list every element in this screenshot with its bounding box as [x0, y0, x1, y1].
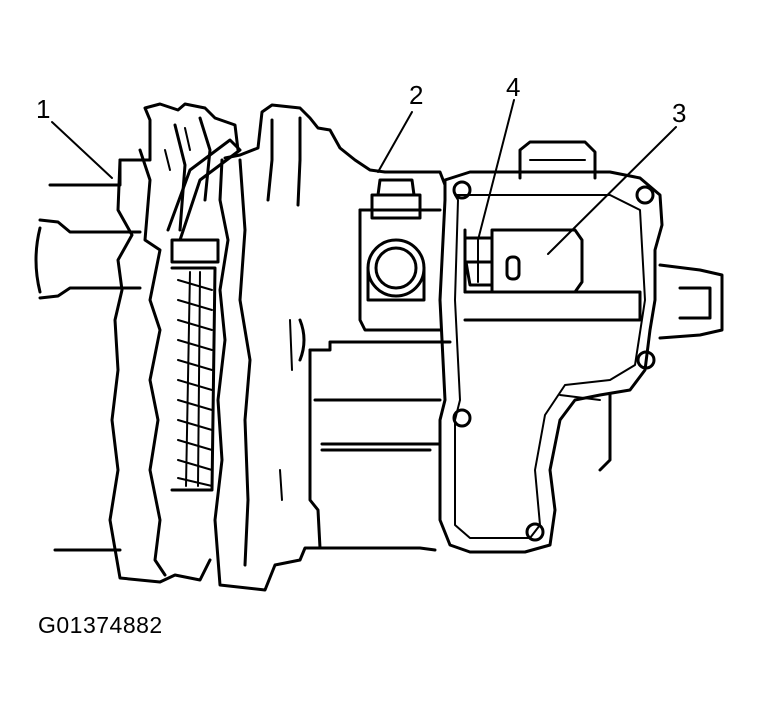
main-case: [213, 103, 452, 592]
callout-3: 3: [672, 98, 687, 128]
sensor-switch: [490, 228, 584, 294]
leader-lines: [51, 99, 677, 255]
callout-4: 4: [506, 72, 521, 102]
side-cover: [438, 140, 724, 554]
plunger: [464, 236, 494, 287]
figure-id: G01374882: [38, 612, 163, 638]
clutch-pack: [166, 138, 242, 492]
callout-2: 2: [409, 80, 424, 110]
callout-1: 1: [36, 94, 51, 124]
left-housing: [34, 102, 240, 584]
